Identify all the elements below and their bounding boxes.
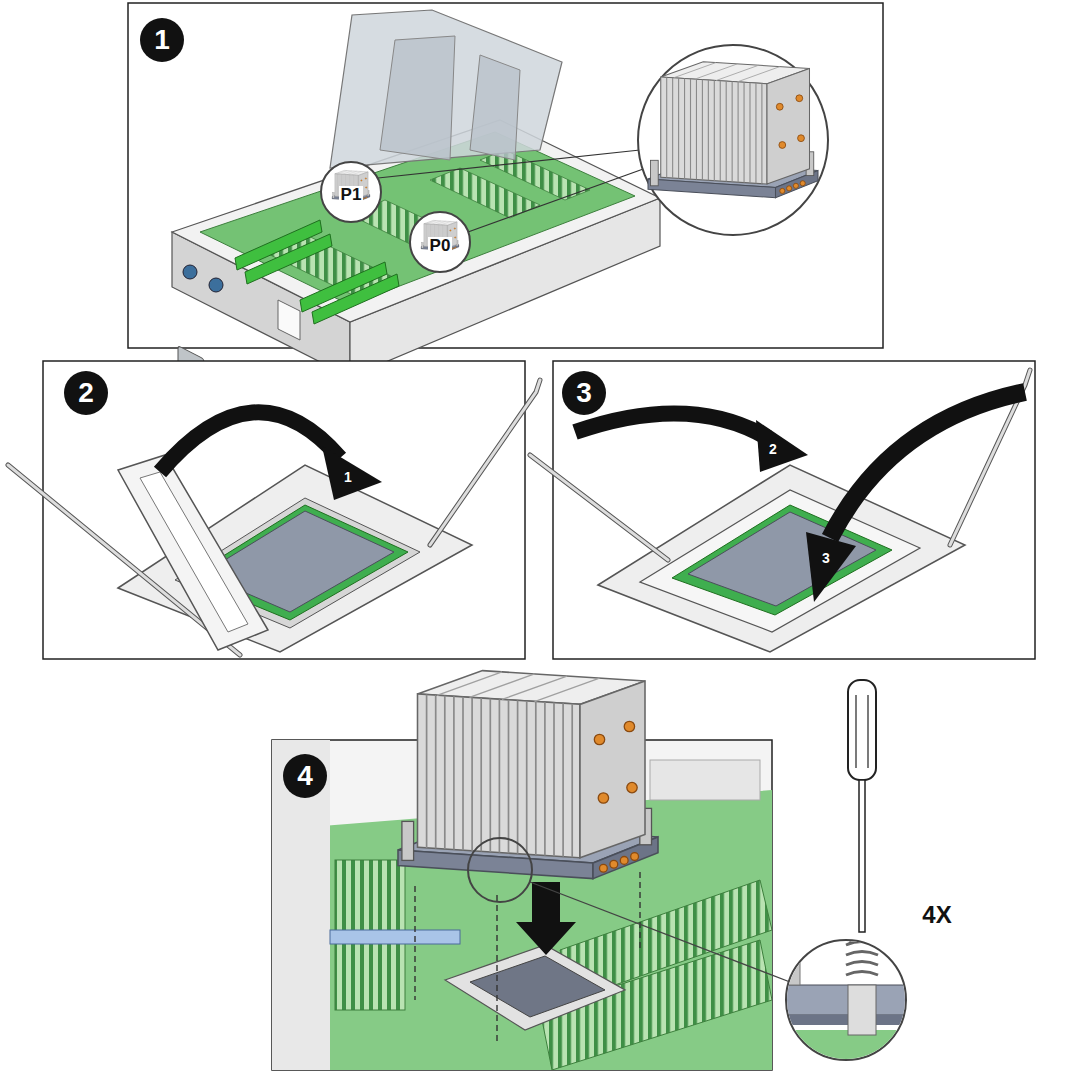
callout-number: 1 xyxy=(154,26,170,54)
screw-detail xyxy=(780,930,920,1070)
cpu-socket xyxy=(430,380,540,545)
step-marker xyxy=(140,18,184,62)
screw-detail xyxy=(846,942,878,976)
callout-number: 2 xyxy=(78,379,94,407)
leader-line xyxy=(378,150,646,232)
cpu-socket xyxy=(688,512,876,606)
server-chassis xyxy=(183,265,197,279)
heatsink xyxy=(398,671,658,879)
server-chassis xyxy=(312,274,399,324)
server-chassis xyxy=(470,55,520,160)
heatsink-detail xyxy=(638,45,828,235)
cpu-socket xyxy=(8,380,540,655)
panel-frame xyxy=(553,361,1035,659)
processor-marker xyxy=(410,212,470,272)
server-chassis xyxy=(209,278,223,292)
heatsink-detail xyxy=(648,62,818,198)
screw-detail xyxy=(780,930,920,1070)
cpu-label: P1 xyxy=(339,186,364,203)
screw-detail xyxy=(780,940,800,985)
motherboard xyxy=(272,740,330,1070)
screwdriver xyxy=(867,695,868,768)
motion-arrow xyxy=(160,412,340,472)
step-marker xyxy=(283,754,327,798)
motion-arrow xyxy=(830,392,1025,538)
cpu-socket xyxy=(530,455,668,560)
step-marker xyxy=(64,18,606,798)
server-chassis xyxy=(330,10,562,168)
motion-arrow xyxy=(160,412,382,500)
down-arrow xyxy=(516,882,576,955)
motion-arrow xyxy=(322,446,382,500)
callout-number: 4 xyxy=(297,762,313,790)
leader-line xyxy=(468,168,646,232)
alignment-line xyxy=(639,872,640,950)
cpu-socket xyxy=(118,455,268,650)
screwdriver xyxy=(855,695,856,768)
cpu-socket xyxy=(598,465,965,652)
panel-frame xyxy=(553,361,1035,659)
server-chassis xyxy=(278,300,300,340)
arrow-number: 3 xyxy=(822,551,830,565)
screw-detail xyxy=(846,952,878,956)
processor-marker xyxy=(321,162,470,272)
alignment-line xyxy=(415,872,640,1045)
server-chassis xyxy=(245,234,332,284)
detail-marker xyxy=(468,838,790,982)
cpu-label: P0 xyxy=(428,237,453,254)
cpu-socket xyxy=(430,380,540,545)
cpu-socket xyxy=(530,455,668,560)
screwdriver xyxy=(859,780,865,932)
motion-arrow xyxy=(756,420,808,472)
down-arrow xyxy=(516,882,576,955)
cpu-socket xyxy=(530,370,1030,652)
motion-arrow xyxy=(806,532,856,602)
arrow-number: 2 xyxy=(769,442,777,456)
screwdriver xyxy=(848,680,876,780)
screwdriver xyxy=(848,680,876,932)
server-chassis xyxy=(172,10,660,379)
motherboard xyxy=(330,930,460,944)
step-marker xyxy=(64,371,108,415)
heatsink-detail xyxy=(638,45,828,235)
quantity-label: 4X xyxy=(922,903,951,927)
leader-line xyxy=(378,150,640,178)
cpu-socket xyxy=(640,490,920,632)
motherboard xyxy=(470,956,605,1017)
screw-detail xyxy=(780,1030,920,1070)
screw-detail xyxy=(846,972,878,976)
alignment-line xyxy=(496,895,497,1045)
motion-arrow xyxy=(575,413,768,438)
motion-arrow xyxy=(575,392,1025,602)
alignment-line xyxy=(414,886,415,1000)
motherboard xyxy=(650,760,760,800)
cpu-socket xyxy=(672,505,892,615)
step-marker xyxy=(562,371,606,415)
heatsink xyxy=(398,671,658,879)
detail-marker xyxy=(468,838,532,902)
server-chassis xyxy=(380,36,455,160)
detail-marker xyxy=(530,882,790,982)
cpu-socket xyxy=(140,472,248,632)
screw-detail xyxy=(846,962,878,966)
arrow-number: 1 xyxy=(344,470,352,484)
callout-number: 3 xyxy=(576,379,592,407)
screw-detail xyxy=(848,985,876,1035)
motherboard xyxy=(445,945,625,1030)
processor-marker xyxy=(321,162,381,222)
